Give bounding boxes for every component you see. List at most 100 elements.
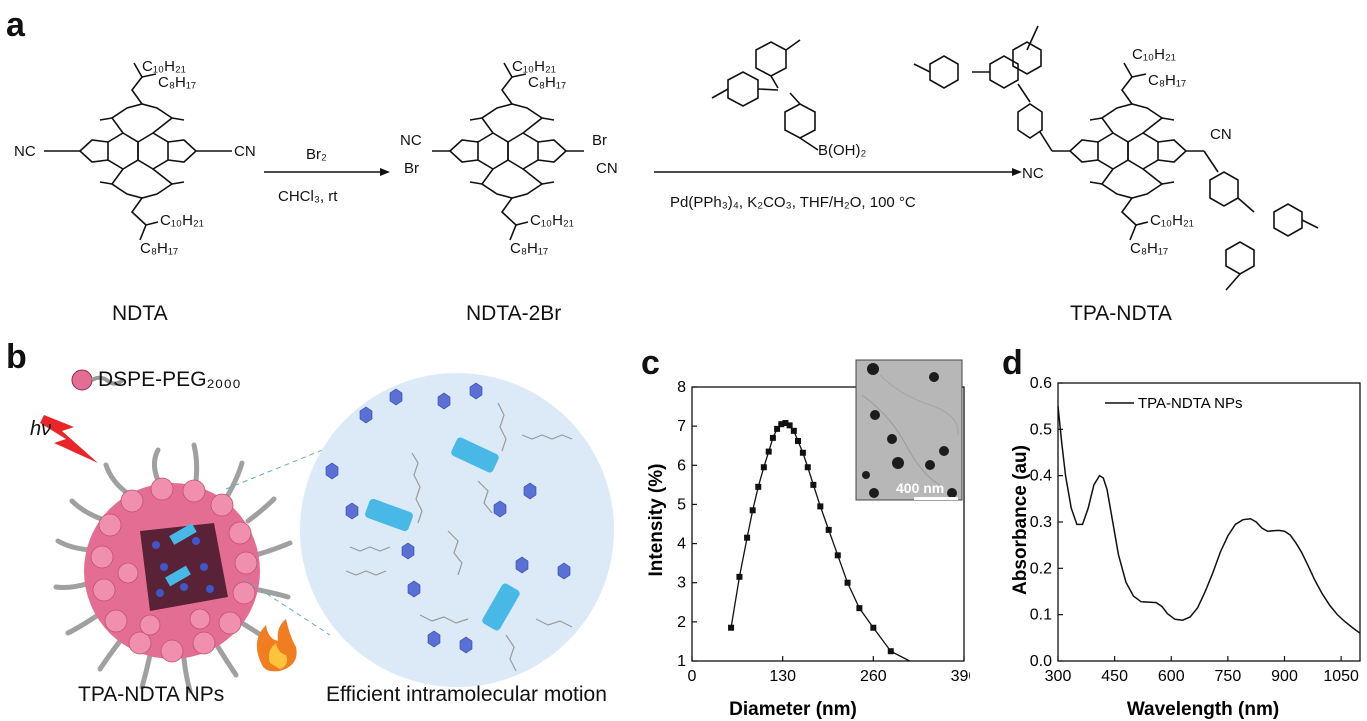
abs-ytick-label: 0.0 (1030, 653, 1052, 670)
dls-ytick-label: 7 (677, 418, 686, 435)
dls-point (749, 507, 756, 514)
panel-letter-a: a (6, 6, 25, 44)
tpa-chain-c10-bottom: C₁₀H₂₁ (1150, 212, 1194, 229)
ndta2br-br-right: Br (592, 132, 607, 149)
dls-chart: 013026039012345678 400 nm Diameter (nm) … (646, 359, 970, 720)
boronic-reagent-structure (711, 39, 819, 151)
fire-inner-icon (268, 643, 288, 669)
panel-letter-c: c (641, 344, 660, 382)
dls-point (786, 422, 793, 429)
ndta-2br-structure (432, 62, 584, 241)
np-label: TPA-NDTA NPs (78, 683, 225, 706)
light-label: hν (30, 418, 52, 440)
absorbance-chart: 300 450 600 750 900 1050 0.0 0.1 0.2 0.3 0.4 0.5 0.6… (1010, 375, 1361, 720)
dls-point (870, 624, 877, 631)
dls-ytick-label: 2 (677, 614, 686, 631)
dls-xtick-label: 130 (769, 668, 796, 685)
abs-ytick-label: 0.1 (1030, 607, 1052, 624)
dls-xtick-label: 390 (951, 668, 970, 685)
dls-ytick-label: 1 (677, 653, 686, 670)
dls-point (778, 421, 785, 428)
dls-ytick-label: 5 (677, 496, 686, 513)
dls-ytick-label: 8 (677, 379, 686, 396)
np-core-bar-2 (165, 565, 191, 587)
dls-point (755, 483, 762, 490)
abs-xtick-label: 600 (1158, 668, 1185, 685)
peg-legend-label: DSPE-PEG₂₀₀₀ (98, 368, 241, 391)
abs-plot-frame (1057, 382, 1361, 662)
dls-point (769, 434, 776, 441)
abs-xlabel: Wavelength (nm) (1127, 699, 1279, 720)
ndta2br-nc-label: NC (400, 132, 422, 149)
dls-ylabel: Intensity (%) (646, 464, 667, 577)
dls-point (856, 605, 863, 612)
dls-point (774, 425, 781, 432)
dls-point (817, 503, 824, 510)
abs-xtick-label: 450 (1101, 668, 1128, 685)
tpa-chain-c8-top: C₈H₁₇ (1148, 72, 1187, 89)
ndta-cn-label: CN (234, 143, 256, 160)
dls-ytick-label: 6 (677, 457, 686, 474)
dls-point (795, 438, 802, 445)
reagent-1-bottom: CHCl₃, rt (278, 188, 338, 205)
abs-ytick-label: 0.2 (1030, 560, 1052, 577)
arrow-1-head (380, 168, 390, 176)
dls-point (790, 427, 797, 434)
boronic-group-label: B(OH)₂ (818, 142, 867, 159)
dls-point (825, 526, 832, 533)
abs-ytick-label: 0.6 (1030, 375, 1052, 392)
dls-xtick-label: 0 (688, 668, 697, 685)
ndta-chain-c10-bottom: C₁₀H₂₁ (160, 212, 204, 229)
dls-point (782, 420, 789, 427)
dls-point (736, 573, 743, 580)
zoom-circle (300, 373, 614, 687)
abs-ytick-label: 0.5 (1030, 421, 1052, 438)
tpa-nc-label: NC (1022, 165, 1044, 182)
abs-ytick-label: 0.3 (1030, 514, 1052, 531)
ndta-structure (44, 62, 232, 241)
np-core-bar-1 (169, 523, 197, 545)
tem-scale-label: 400 nm (896, 480, 944, 496)
ndta-nc-label: NC (14, 143, 36, 160)
reagent-1-top: Br₂ (306, 146, 327, 163)
dls-point (810, 481, 817, 488)
dls-ytick-label: 4 (677, 536, 686, 553)
panel-letter-d: d (1002, 344, 1023, 382)
ndta2br-chain-c8-top: C₈H₁₇ (528, 74, 567, 91)
abs-xtick-label: 750 (1215, 668, 1242, 685)
peg-tail-icon (90, 375, 126, 386)
tpa-cn-label: CN (1210, 126, 1232, 143)
abs-xtick-label: 1050 (1323, 668, 1359, 685)
dls-ytick-label: 3 (677, 575, 686, 592)
tpa-chain-c10-top: C₁₀H₂₁ (1132, 46, 1176, 63)
dls-point (765, 448, 772, 455)
compound-3-label: TPA-NDTA (1070, 302, 1172, 325)
ndta-chain-c8-top: C₈H₁₇ (158, 74, 197, 91)
dls-point (728, 624, 735, 631)
synthesis-scheme (44, 25, 1319, 291)
abs-ylabel: Absorbance (au) (1010, 445, 1031, 595)
tpa-chain-c8-bottom: C₈H₁₇ (1130, 240, 1169, 257)
dls-point (744, 534, 751, 541)
dls-point (804, 464, 811, 471)
tpa-ndta-structure (913, 25, 1319, 291)
projection-line-top (225, 446, 331, 490)
nanoparticle-illustration (40, 369, 614, 694)
np-beads (90, 477, 258, 663)
abs-xtick-label: 300 (1045, 668, 1072, 685)
dls-point (844, 579, 851, 586)
ndta2br-cn-label: CN (596, 160, 618, 177)
tem-inset: 400 nm (855, 359, 963, 501)
compound-2-label: NDTA-2Br (466, 302, 562, 325)
peg-bead-icon (71, 369, 93, 391)
arrow-2-head (1012, 168, 1022, 176)
dls-point (834, 552, 841, 559)
dls-xtick-label: 260 (860, 668, 887, 685)
ndta-chain-c10-top: C₁₀H₂₁ (142, 58, 186, 75)
abs-xtick-label: 900 (1271, 668, 1298, 685)
motion-label: Efficient intramolecular motion (326, 683, 607, 706)
zoom-molecules (325, 382, 573, 672)
dls-point (760, 464, 767, 471)
panel-letter-b: b (6, 338, 27, 376)
abs-ytick-label: 0.4 (1030, 468, 1052, 485)
